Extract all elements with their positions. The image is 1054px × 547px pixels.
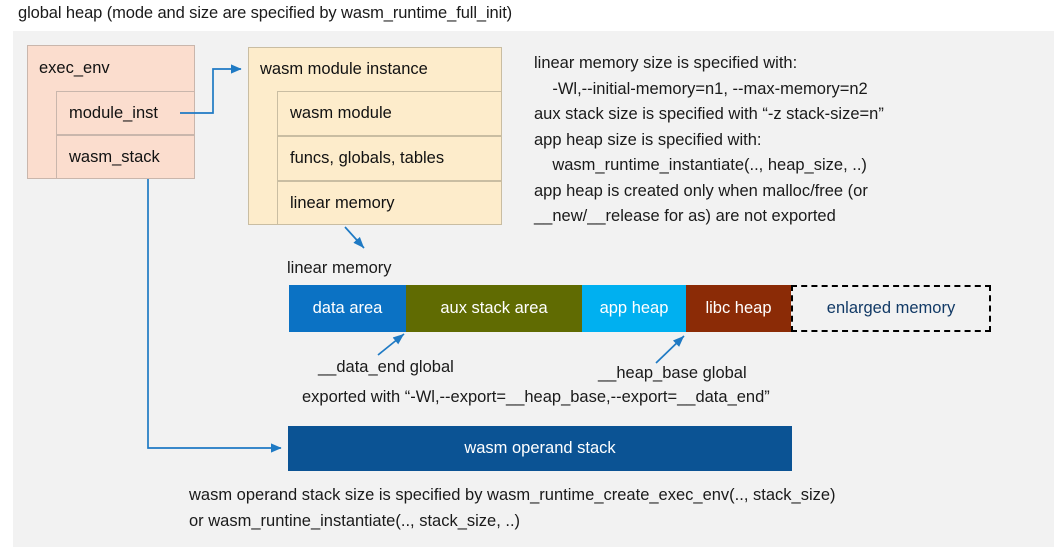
operand-stack-bar: wasm operand stack: [288, 426, 792, 471]
memory-segment-app-heap-label: app heap: [599, 299, 669, 317]
data-end-annotation: __data_end global: [318, 358, 454, 376]
exec-env-header-label: exec_env: [39, 58, 110, 77]
module-instance-field-wasm-module-label: wasm module: [290, 104, 392, 122]
module-instance-field-funcs-globals-tables: funcs, globals, tables: [277, 136, 502, 181]
memory-spec-note: linear memory size is specified with: -W…: [534, 54, 884, 225]
operand-stack-label: wasm operand stack: [464, 439, 616, 457]
exec-env-field-wasm-stack-label: wasm_stack: [69, 147, 160, 166]
memory-segment-aux-stack-area: aux stack area: [406, 285, 582, 332]
memory-segment-data-area: data area: [289, 285, 406, 332]
module-instance-header-label: wasm module instance: [260, 59, 428, 78]
module-instance-field-linear-memory-label: linear memory: [290, 193, 395, 212]
memory-segment-libc-heap-label: libc heap: [705, 299, 772, 317]
memory-segment-data-area-label: data area: [312, 299, 383, 317]
memory-segment-enlarged-memory-label: enlarged memory: [826, 299, 956, 317]
module-instance-header: wasm module instance: [248, 47, 502, 91]
export-note: exported with “-Wl,--export=__heap_base,…: [302, 388, 770, 406]
heap-base-annotation: __heap_base global: [598, 364, 747, 382]
memory-segment-libc-heap: libc heap: [686, 285, 791, 332]
memory-segment-enlarged-memory: enlarged memory: [791, 285, 991, 332]
page-title: global heap (mode and size are specified…: [18, 4, 513, 22]
exec-env-field-module-inst: module_inst: [56, 91, 195, 135]
exec-env-field-wasm-stack: wasm_stack: [56, 135, 195, 179]
exec-env-field-module-inst-label: module_inst: [69, 103, 158, 122]
module-instance-field-linear-memory: linear memory: [277, 181, 502, 225]
memory-segment-aux-stack-area-label: aux stack area: [440, 299, 548, 317]
memory-segment-app-heap: app heap: [582, 285, 686, 332]
exec-env-header: exec_env: [27, 45, 195, 91]
module-instance-field-funcs-globals-tables-label: funcs, globals, tables: [290, 149, 445, 167]
module-instance-field-wasm-module: wasm module: [277, 91, 502, 136]
operand-stack-spec-note: wasm operand stack size is specified by …: [189, 486, 836, 530]
linear-memory-caption: linear memory: [287, 259, 392, 277]
